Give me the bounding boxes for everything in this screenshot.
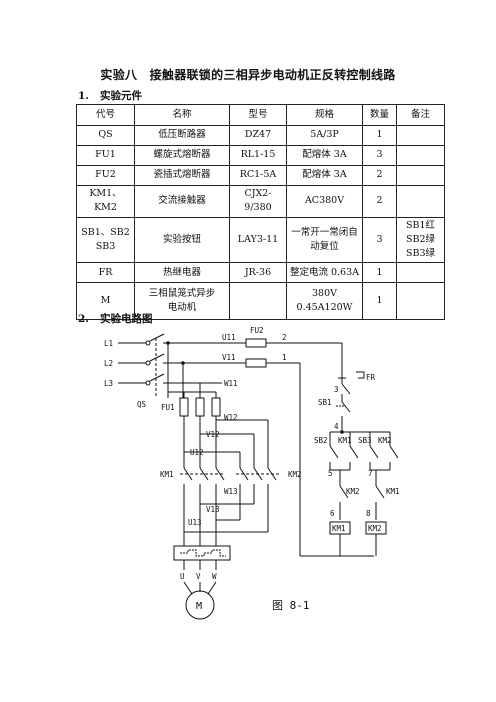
table-row: M 三相鼠笼式异步电动机 380V 0.45A120W 1 xyxy=(76,282,445,321)
cell-note: SB1红SB2绿 SB3绿 xyxy=(396,216,445,264)
wire-num-3: 3 xyxy=(334,385,339,394)
fuse-fu2: U11 V11 FU2 2 1 xyxy=(222,326,342,368)
cell-spec: 380V 0.45A120W xyxy=(286,282,363,321)
wire-num-7: 7 xyxy=(368,469,373,478)
cell-line: SB1、SB2 xyxy=(81,226,130,238)
label-v11: V11 xyxy=(222,353,236,362)
label-u13: U13 xyxy=(188,518,202,527)
label-sb2: SB2 xyxy=(314,436,328,445)
motor-terminal-v: V xyxy=(196,572,201,581)
cell-line: SB3绿 xyxy=(405,248,436,259)
label-km1-interlock: KM1 xyxy=(386,487,400,496)
label-km1-coil: KM1 xyxy=(332,524,346,533)
cell-name: 交流接触器 xyxy=(134,185,230,218)
wire-num-5: 5 xyxy=(328,469,333,478)
cell-line: 电动机 xyxy=(167,302,197,314)
cell-qty: 3 xyxy=(362,216,397,264)
cell-line: 0.45A120W xyxy=(296,302,353,314)
table-row: FU2 瓷插式熔断器 RC1-5A 配熔体 3A 2 xyxy=(76,165,445,186)
cell-code: M xyxy=(76,282,135,321)
label-sb3: SB3 xyxy=(358,436,372,445)
label-km1-aux: KM1 xyxy=(338,436,352,445)
label-l1: L1 xyxy=(104,339,113,348)
cell-model xyxy=(229,282,287,321)
label-km2-aux: KM2 xyxy=(378,436,392,445)
control-circuit: FR 3 SB1 4 SB2 KM1 5 KM2 6 KM1 SB3 KM2 7 xyxy=(299,343,400,557)
cell-line: 380V xyxy=(312,288,337,299)
supply-lines: L1 L2 L3 QS xyxy=(104,333,246,409)
label-sb1: SB1 xyxy=(318,398,332,407)
parts-table: 代号 名称 型号 规格 数量 备注 QS 低压断路器 DZ47 5A/3P 1 … xyxy=(76,104,445,321)
section-number: 1. xyxy=(78,90,89,102)
table-row: FU1 螺旋式熔断器 RL1-15 配熔体 3A 3 xyxy=(76,145,445,166)
cell-line: 一常开一常闭自 xyxy=(291,226,358,238)
cell-name: 三相鼠笼式异步电动机 xyxy=(134,282,230,321)
label-u11: U11 xyxy=(222,333,236,342)
cell-note xyxy=(396,282,445,321)
wire-num-2: 2 xyxy=(282,333,287,342)
wire-num-8: 8 xyxy=(366,509,371,518)
label-qs: QS xyxy=(137,400,147,409)
section-heading-parts: 1. 实验元件 xyxy=(78,88,142,103)
cell-line: SB3 xyxy=(95,240,116,252)
motor-terminal-w: W xyxy=(212,572,217,581)
cell-line: 动复位 xyxy=(310,240,339,252)
cell-name: 实验按钮 xyxy=(134,216,230,264)
cell-spec: 一常开一常闭自动复位 xyxy=(286,216,363,264)
cell-line: SB1红SB2绿 xyxy=(405,219,436,245)
power-circuit: W11 FU1 W12 V12 U12 KM1 KM2 xyxy=(160,341,302,620)
label-l2: L2 xyxy=(104,359,113,368)
cell-code: FU2 xyxy=(76,165,135,186)
label-v13: V13 xyxy=(206,505,220,514)
label-km2-coil: KM2 xyxy=(368,524,382,533)
section-label: 实验元件 xyxy=(100,90,142,102)
page-title: 实验八 接触器联锁的三相异步电动机正反转控制线路 xyxy=(100,68,396,82)
label-fr-contact: FR xyxy=(366,373,376,382)
label-w13: W13 xyxy=(224,487,238,496)
label-w11: W11 xyxy=(224,379,238,388)
label-fu1: FU1 xyxy=(161,403,175,412)
cell-note xyxy=(396,165,445,186)
motor-symbol xyxy=(185,590,215,620)
wire-num-1: 1 xyxy=(282,353,287,362)
wire-num-6: 6 xyxy=(330,509,335,518)
section-number: 2. xyxy=(78,313,89,325)
cell-line: 三相鼠笼式异步 xyxy=(148,288,216,299)
wire-num-4: 4 xyxy=(334,422,339,431)
figure-caption: 图 8-1 xyxy=(272,599,310,612)
motor-label: M xyxy=(196,601,202,612)
cell-note xyxy=(396,185,445,218)
cell-model: CJX2-9/380 xyxy=(229,185,287,218)
label-km2-main: KM2 xyxy=(288,470,302,479)
motor-terminal-u: U xyxy=(180,572,185,581)
label-fu2: FU2 xyxy=(250,326,264,335)
label-l3: L3 xyxy=(104,379,113,388)
label-km2-interlock: KM2 xyxy=(346,487,360,496)
section-heading-diagram: 2. 实验电路图 xyxy=(78,311,153,326)
label-w12: W12 xyxy=(224,413,238,422)
cell-model: LAY3-11 xyxy=(229,216,287,264)
label-km1-main: KM1 xyxy=(160,470,174,479)
cell-qty: 1 xyxy=(362,282,397,321)
section-label: 实验电路图 xyxy=(100,313,153,325)
